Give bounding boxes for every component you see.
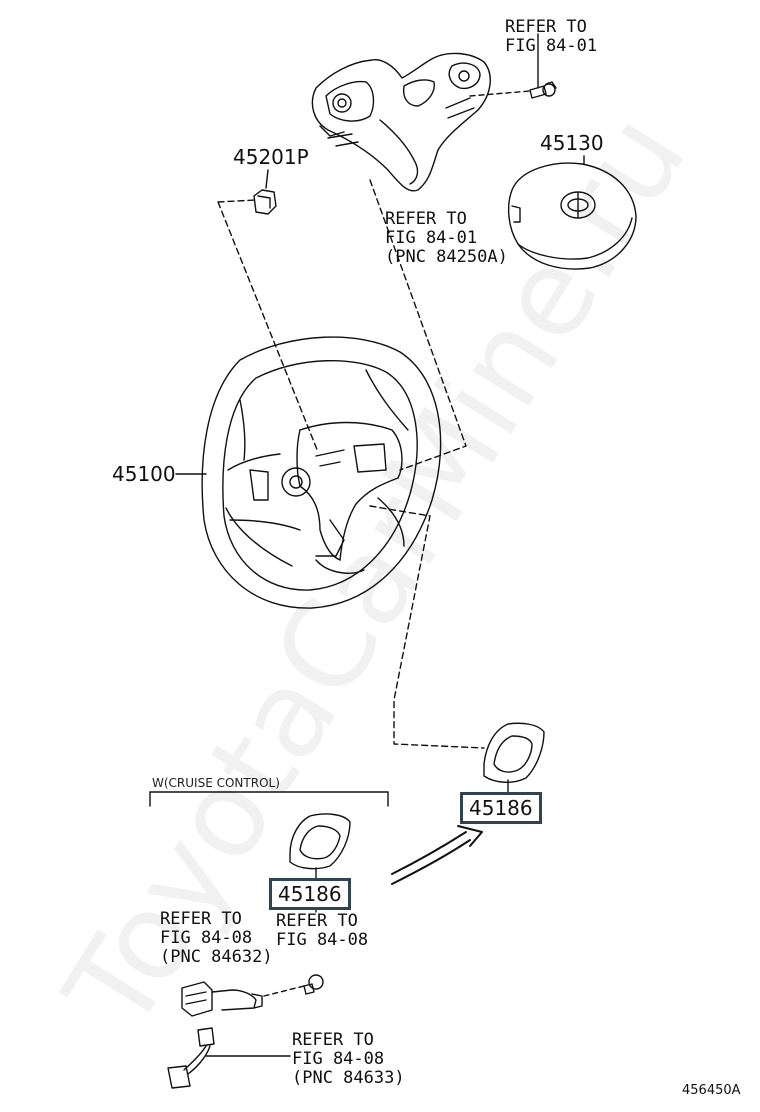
spoke-cover-part <box>311 52 491 192</box>
steering-wheel-part <box>201 336 442 609</box>
part-number-cover-left: 45186 <box>269 878 351 910</box>
part-number-cover-right: 45186 <box>460 792 542 824</box>
part-number-wheel: 45100 <box>112 462 176 486</box>
ref-spoke-line3: (PNC 84250A) <box>385 247 508 267</box>
screw-cruise <box>303 974 324 995</box>
ref-spoke-line1: REFER TO <box>385 209 467 229</box>
cruise-switch-part <box>181 981 263 1017</box>
airbag-part <box>507 162 637 270</box>
ref-screw-line1: REFER TO <box>276 911 358 931</box>
ref-harness-line1: REFER TO <box>292 1030 374 1050</box>
screw-top <box>529 81 557 99</box>
ref-switch-line2: FIG 84-08 <box>160 928 253 948</box>
ref-harness-line2: FIG 84-08 <box>292 1049 385 1069</box>
condition-label: W(CRUISE CONTROL) <box>152 776 280 790</box>
harness-part <box>167 1027 215 1089</box>
ref-harness-line3: (PNC 84633) <box>292 1068 405 1088</box>
ref-top-line2: FIG 84-01 <box>505 36 598 56</box>
part-number-airbag: 45130 <box>540 131 604 155</box>
nut-part <box>253 189 277 215</box>
ref-spoke-line2: FIG 84-01 <box>385 228 478 248</box>
ref-switch-line3: (PNC 84632) <box>160 947 273 967</box>
figure-id: 456450A <box>682 1083 741 1098</box>
ref-screw-line2: FIG 84-08 <box>276 930 369 950</box>
cover-left-part <box>289 813 351 870</box>
cover-right-part <box>483 722 545 783</box>
ref-switch-line1: REFER TO <box>160 909 242 929</box>
part-number-nut: 45201P <box>233 145 309 169</box>
ref-top-line1: REFER TO <box>505 17 587 37</box>
